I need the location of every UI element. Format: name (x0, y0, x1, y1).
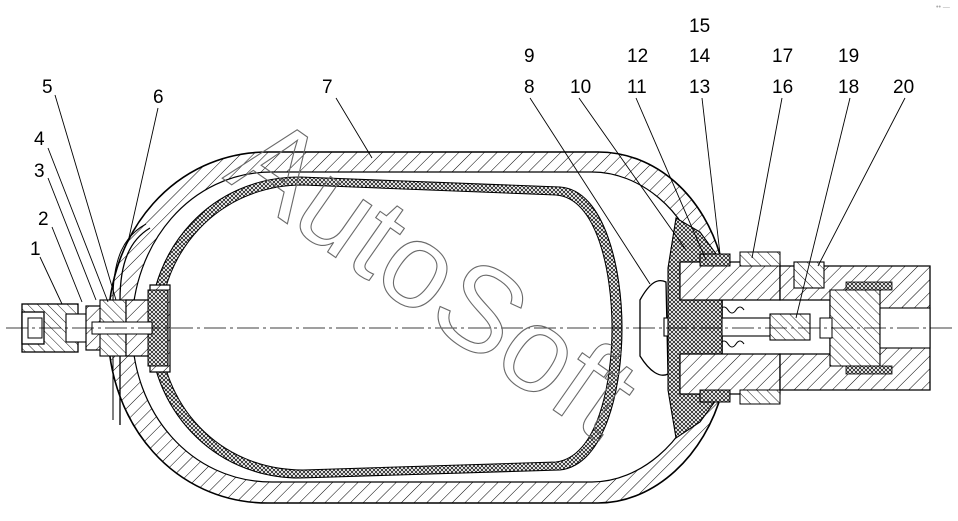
callout-12: 12 (627, 46, 648, 67)
callout-9: 9 (524, 46, 535, 67)
callout-6: 6 (153, 87, 164, 108)
callout-3: 3 (34, 161, 45, 182)
callout-15: 15 (689, 16, 710, 37)
callout-5: 5 (42, 77, 53, 98)
callout-10: 10 (570, 77, 591, 98)
gas-valve-assembly (21, 284, 171, 373)
callout-1: 1 (30, 239, 41, 260)
leader-lines (39, 94, 906, 319)
callout-13: 13 (689, 77, 710, 98)
callout-8: 8 (524, 77, 535, 98)
callout-2: 2 (38, 209, 49, 230)
callout-16: 16 (772, 77, 793, 98)
callout-17: 17 (772, 46, 793, 67)
callout-19: 19 (838, 46, 859, 67)
end-fitting (779, 261, 931, 391)
fluid-port-body (667, 217, 781, 439)
callout-labels: 1 2 3 4 5 6 7 8 9 10 11 12 13 14 15 16 1… (30, 16, 914, 260)
callout-7: 7 (322, 77, 333, 98)
callout-20: 20 (893, 77, 914, 98)
corner-mark: •• — (936, 4, 950, 11)
protective-cap (119, 227, 151, 425)
bladder (149, 176, 623, 479)
callout-14: 14 (689, 46, 711, 67)
callout-18: 18 (838, 77, 859, 98)
callout-4: 4 (34, 129, 45, 150)
callout-11: 11 (627, 77, 647, 98)
